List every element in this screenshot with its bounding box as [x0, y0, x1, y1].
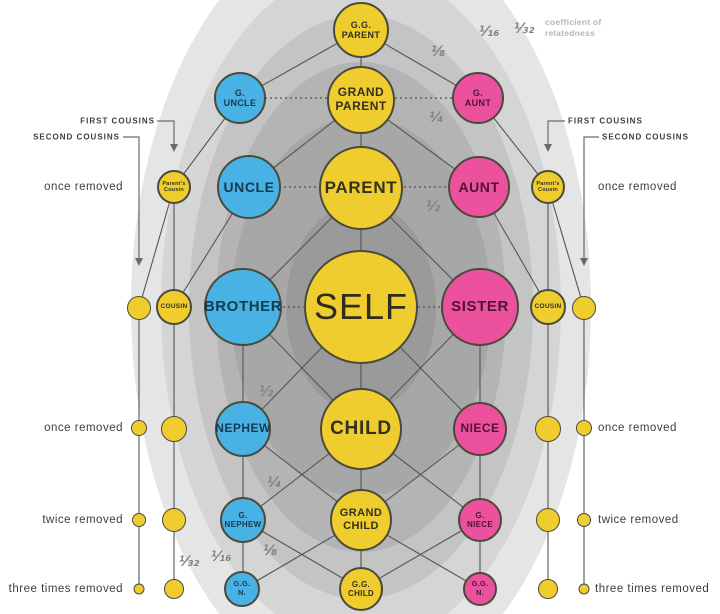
node-second-cousin-twice-removed-right — [577, 513, 591, 527]
label-once-removed-upper-left: once removed — [44, 181, 123, 193]
node-brother: BROTHER — [204, 268, 282, 346]
fraction-quarter-upper: ¹⁄₄ — [428, 110, 444, 126]
fraction-half-lower: ¹⁄₂ — [258, 384, 274, 400]
node-second-cousin-three-times-removed-left — [133, 583, 145, 595]
annotation-arrows — [123, 120, 599, 266]
label-second-cousins-left: SECOND COUSINS — [33, 132, 120, 142]
node-second-cousin-twice-removed-left — [132, 513, 146, 527]
node-nephew: NEPHEW — [215, 401, 271, 457]
fraction-sixteenth-upper: ¹⁄₁₆ — [478, 24, 500, 40]
node-cousin-three-times-removed-left — [164, 579, 184, 599]
node-grand-child: GRAND CHILD — [330, 489, 392, 551]
label-second-cousins-right: SECOND COUSINS — [602, 132, 689, 142]
node-gg-niece: G.G. N. — [463, 572, 497, 606]
node-gg-child: G.G. CHILD — [339, 567, 383, 611]
node-self: SELF — [304, 250, 418, 364]
node-second-cousin-left — [127, 296, 151, 320]
node-uncle: UNCLE — [217, 155, 281, 219]
node-gg-parent: G.G. PARENT — [333, 2, 389, 58]
node-cousin-three-times-removed-right — [538, 579, 558, 599]
node-cousin-twice-removed-left — [162, 508, 186, 532]
node-grand-parent: GRAND PARENT — [327, 66, 395, 134]
node-parents-cousin-right: Parent's Cousin — [531, 170, 565, 204]
node-second-cousin-once-removed-right — [576, 420, 592, 436]
node-second-cousin-once-removed-left — [131, 420, 147, 436]
label-once-removed-lower-left: once removed — [44, 422, 123, 434]
node-g-nephew: G. NEPHEW — [220, 497, 266, 543]
node-aunt: AUNT — [448, 156, 510, 218]
node-cousin-once-removed-left — [161, 416, 187, 442]
fraction-thirtysecond-upper: ¹⁄₃₂ — [513, 21, 535, 37]
fraction-half-upper: ¹⁄₂ — [425, 199, 441, 215]
coefficient-of-relatedness-note: coefficient of relatedness — [545, 17, 602, 39]
label-twice-removed-left: twice removed — [42, 514, 123, 526]
label-twice-removed-right: twice removed — [598, 514, 679, 526]
fraction-eighth-upper: ¹⁄₈ — [430, 44, 446, 60]
label-three-times-removed-right: three times removed — [595, 583, 710, 595]
fraction-thirtysecond-lower: ¹⁄₃₂ — [178, 554, 200, 570]
node-cousin-left: COUSIN — [156, 289, 192, 325]
label-once-removed-upper-right: once removed — [598, 181, 677, 193]
node-parents-cousin-left: Parent's Cousin — [157, 170, 191, 204]
fraction-quarter-lower: ¹⁄₄ — [266, 475, 282, 491]
node-parent: PARENT — [319, 146, 403, 230]
fraction-sixteenth-lower: ¹⁄₁₆ — [210, 549, 232, 565]
label-first-cousins-right: FIRST COUSINS — [568, 116, 643, 126]
node-cousin-twice-removed-right — [536, 508, 560, 532]
node-g-uncle: G. UNCLE — [214, 72, 266, 124]
label-once-removed-lower-right: once removed — [598, 422, 677, 434]
node-sister: SISTER — [441, 268, 519, 346]
label-first-cousins-left: FIRST COUSINS — [80, 116, 155, 126]
node-second-cousin-right — [572, 296, 596, 320]
node-gg-nephew: G.G. N. — [224, 571, 260, 607]
fraction-eighth-lower: ¹⁄₈ — [262, 543, 278, 559]
node-niece: NIECE — [453, 402, 507, 456]
node-g-aunt: G. AUNT — [452, 72, 504, 124]
node-second-cousin-three-times-removed-right — [578, 583, 590, 595]
label-three-times-removed-left: three times removed — [8, 583, 123, 595]
node-child: CHILD — [320, 388, 402, 470]
node-cousin-right: COUSIN — [530, 289, 566, 325]
node-g-niece: G. NIECE — [458, 498, 502, 542]
node-cousin-once-removed-right — [535, 416, 561, 442]
